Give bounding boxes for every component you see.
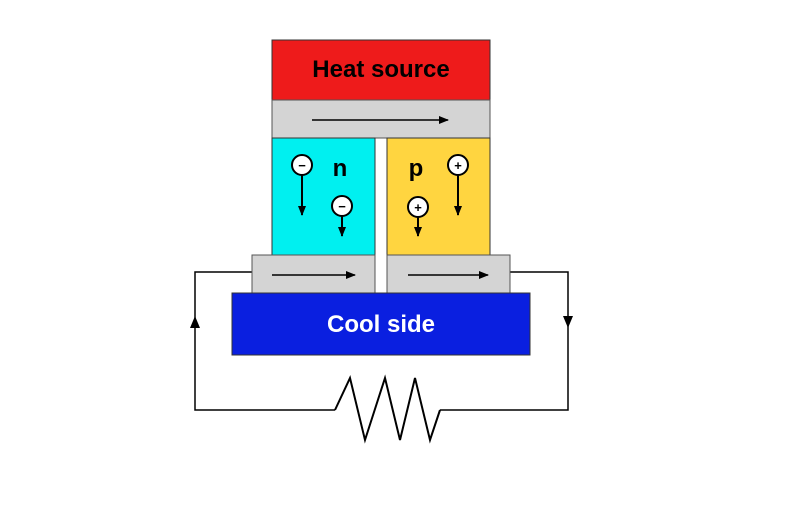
electron-icon: − bbox=[331, 195, 353, 237]
p-label: p bbox=[409, 155, 424, 182]
hole-sign: + bbox=[414, 200, 422, 215]
n-type-leg: n − − bbox=[271, 137, 376, 256]
circuit-wire bbox=[194, 271, 569, 411]
current-arrow-down-icon bbox=[563, 316, 573, 328]
electron-sign: − bbox=[338, 199, 346, 214]
n-label: n bbox=[333, 155, 348, 182]
hole-icon: + bbox=[447, 154, 469, 216]
heat-source-block: Heat source bbox=[271, 39, 491, 101]
bottom-conductor-right bbox=[386, 254, 511, 294]
hole-icon: + bbox=[407, 196, 429, 237]
cool-side-label: Cool side bbox=[327, 311, 435, 338]
heat-source-label: Heat source bbox=[312, 56, 449, 83]
current-arrow-up-icon bbox=[190, 316, 200, 328]
bottom-conductor-left bbox=[251, 254, 376, 294]
electron-icon: − bbox=[291, 154, 313, 216]
hole-sign: + bbox=[454, 158, 462, 173]
p-type-leg: p + + bbox=[386, 137, 491, 256]
top-conductor bbox=[271, 99, 491, 139]
electron-sign: − bbox=[298, 158, 306, 173]
resistor-icon bbox=[334, 374, 441, 444]
cool-side-block: Cool side bbox=[231, 292, 531, 356]
